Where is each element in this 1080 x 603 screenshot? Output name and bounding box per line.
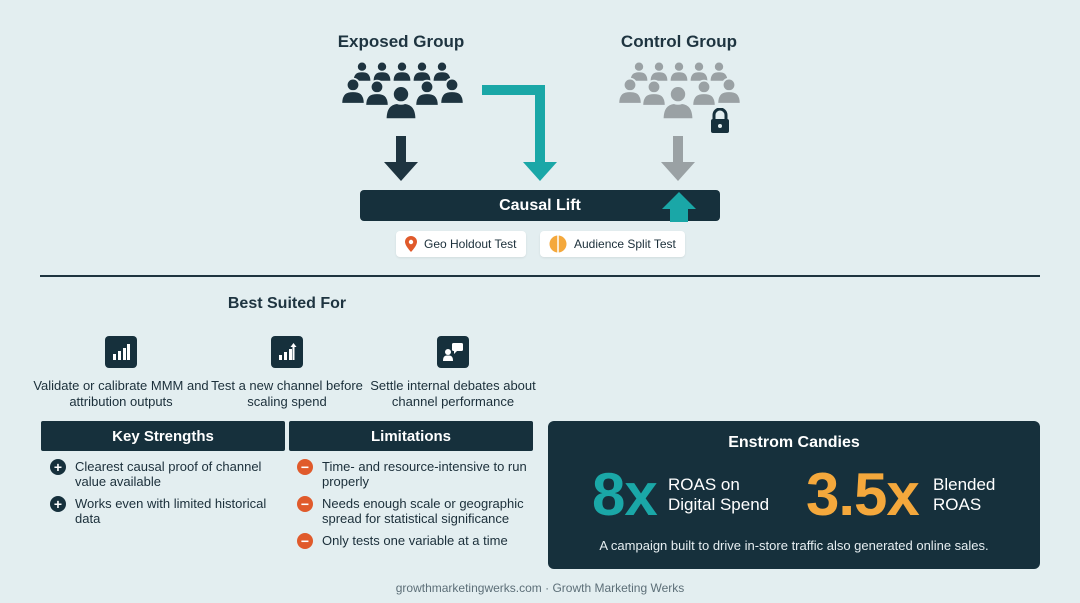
teal-elbow-arrow-icon [482,85,557,181]
minus-icon: − [297,459,313,475]
stat-digital-roas-value: 8x [592,461,658,528]
causal-lift-up-arrow-icon [662,192,696,222]
limitation-text: Time- and resource-intensive to run prop… [322,459,527,489]
footer-credit: growthmarketingwerks.com · Growth Market… [395,581,685,595]
discussion-icon [437,336,469,368]
plus-icon: + [50,459,66,475]
use-case-settle-debates: Settle internal debates about channel pe… [370,378,536,409]
use-case-new-channel: Test a new channel before scaling spend [211,378,363,409]
split-circle-icon [549,235,567,253]
exposed-down-arrow-icon [384,136,418,181]
minus-icon: − [297,496,313,512]
audience-split-label: Audience Split Test [574,237,676,251]
scaling-chart-icon [271,336,303,368]
limitation-text: Needs enough scale or geographic spread … [322,496,524,526]
use-case-validate: Validate or calibrate MMM and attributio… [33,378,209,409]
strength-text: Clearest causal proof of channel value a… [75,459,262,489]
exposed-group-title: Exposed Group [337,32,465,51]
stat-blended-roas-value: 3.5x [806,461,920,528]
geo-holdout-chip: Geo Holdout Test [396,231,526,257]
list-item: − Time- and resource-intensive to run pr… [297,459,533,489]
list-item: − Needs enough scale or geographic sprea… [297,496,533,526]
limitation-text: Only tests one variable at a time [322,533,508,548]
limitations-header: Limitations [289,421,533,451]
list-item: − Only tests one variable at a time [297,533,533,549]
geo-holdout-label: Geo Holdout Test [424,237,517,251]
control-group-title: Control Group [620,32,738,51]
lock-icon [711,108,729,133]
section-divider [40,275,1040,277]
case-study-caption: A campaign built to drive in-store traff… [599,538,989,553]
exposed-group-people-icon [340,61,465,121]
plus-icon: + [50,496,66,512]
causal-lift-bar: Causal Lift [360,190,720,221]
stat-blended-roas-label: Blended ROAS [933,475,996,514]
list-item: + Clearest causal proof of channel value… [50,459,280,489]
minus-icon: − [297,533,313,549]
list-item: + Works even with limited historical dat… [50,496,280,526]
audience-split-chip: Audience Split Test [540,231,685,257]
strengths-list: + Clearest causal proof of channel value… [50,459,280,526]
stat-digital-roas-label: ROAS on Digital Spend [668,475,770,514]
case-study-card: Enstrom Candies 8x ROAS on Digital Spend… [548,421,1040,569]
limitations-list: − Time- and resource-intensive to run pr… [297,459,533,549]
strength-text: Works even with limited historical data [75,496,267,526]
control-down-arrow-icon [661,136,695,181]
best-suited-title: Best Suited For [227,295,347,312]
map-pin-icon [405,236,417,252]
control-group-people-icon [617,61,742,121]
case-study-title: Enstrom Candies [728,434,860,451]
bar-chart-icon [105,336,137,368]
key-strengths-header: Key Strengths [41,421,285,451]
